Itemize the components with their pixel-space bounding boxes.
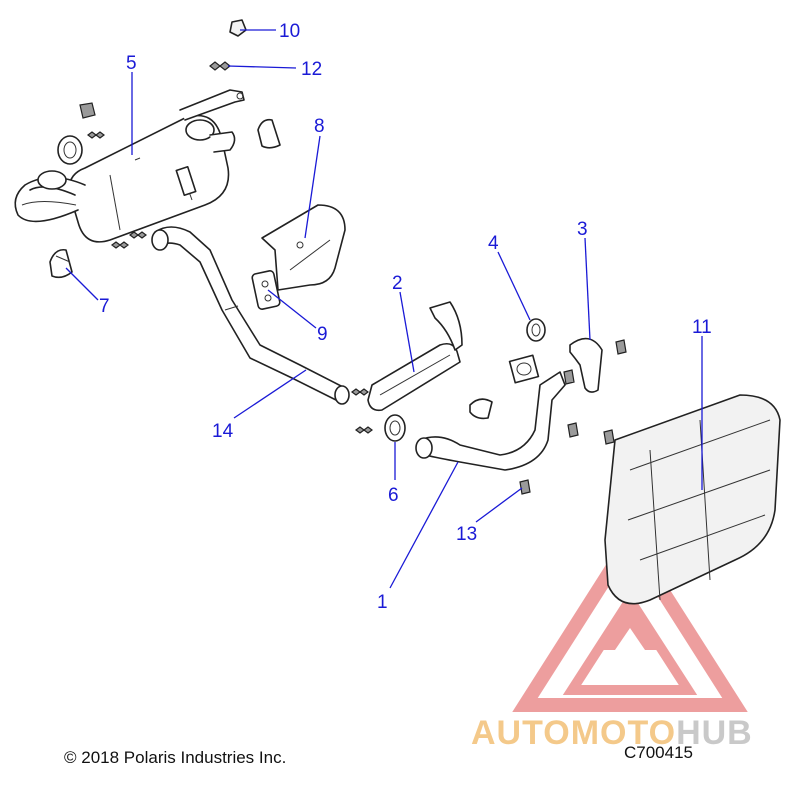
exhaust-gasket xyxy=(384,414,406,442)
muffler-grommet xyxy=(79,102,96,119)
leader-3 xyxy=(584,237,591,341)
leader-7 xyxy=(65,267,99,301)
muffler-spring xyxy=(87,131,129,249)
callout-2: 2 xyxy=(392,273,403,294)
leader-12 xyxy=(227,65,297,69)
pipe-heat-shield xyxy=(367,301,463,412)
callout-10: 10 xyxy=(279,21,300,42)
muffler xyxy=(14,89,245,243)
callout-14: 14 xyxy=(212,421,234,442)
leader-14 xyxy=(233,369,307,419)
leader-13 xyxy=(475,487,523,523)
leader-1 xyxy=(389,461,459,589)
outlet-gasket xyxy=(526,318,546,342)
callout-5: 5 xyxy=(126,53,137,74)
muffler-clamp-lower xyxy=(49,248,73,279)
muffler-inlet-gasket xyxy=(57,135,83,165)
small-heat-shield xyxy=(569,337,603,393)
callout-9: 9 xyxy=(317,324,328,345)
leader-4 xyxy=(497,251,531,321)
heat-shield-plate xyxy=(261,204,346,291)
callout-4: 4 xyxy=(488,233,499,254)
leader-8 xyxy=(304,135,321,239)
head-pipe xyxy=(151,226,350,405)
head-pipe-spring xyxy=(129,231,373,434)
pipe-clamp xyxy=(469,398,493,420)
spring xyxy=(209,61,231,71)
watermark-text-part2: HUB xyxy=(676,714,753,752)
diagram-code: C700415 xyxy=(624,743,694,762)
leader-9 xyxy=(267,289,317,329)
watermark-logo xyxy=(512,526,748,712)
leader-2 xyxy=(399,291,415,373)
callout-13: 13 xyxy=(456,524,477,545)
flange-gasket xyxy=(251,270,281,310)
callout-11: 11 xyxy=(692,317,712,338)
copyright-notice: © 2018 Polaris Industries Inc. xyxy=(64,748,287,767)
watermark-text-part1: AUTOMOTO xyxy=(471,714,677,752)
watermark-text: AUTOMOTOHUB xyxy=(471,714,753,753)
nut xyxy=(229,19,247,37)
bolt xyxy=(519,479,531,495)
muffler-clamp-upper xyxy=(257,118,281,149)
callout-1: 1 xyxy=(377,592,388,613)
exhaust-pipe xyxy=(415,354,566,471)
callout-7: 7 xyxy=(99,296,110,317)
callout-8: 8 xyxy=(314,116,325,137)
large-heat-shield xyxy=(604,394,781,605)
callout-3: 3 xyxy=(577,219,588,240)
bolt-extra xyxy=(563,339,627,445)
callout-12: 12 xyxy=(301,59,322,80)
callout-6: 6 xyxy=(388,485,399,506)
